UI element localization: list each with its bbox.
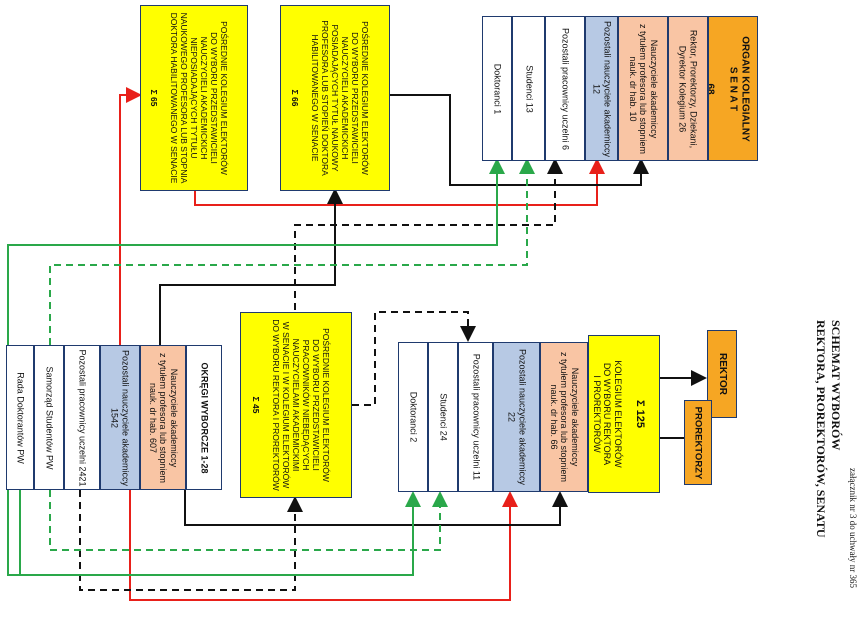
districts-row-prof: Nauczyciele akademiccy z tytułem profeso…	[140, 345, 186, 490]
districts-row-other-teachers: Pozostali nauczyciele akademiccy 1542	[100, 345, 140, 490]
senat-row-prof-text: Nauczyciele akademiccy z tytułem profeso…	[627, 23, 659, 154]
dashed-line-staff-kolegium	[352, 311, 476, 406]
electors-prof-total: Σ 65	[148, 89, 159, 107]
kolegium-text: KOLEGIUM ELEKTORÓW DO WYBORU REKTORA I P…	[591, 360, 623, 468]
red-line-kolegium	[129, 490, 518, 601]
senat-row-doctoral-text: Doktoranci 1	[492, 63, 503, 114]
electors-hab-text: POŚREDNIE KOLEGIUM ELEKTORÓW DO WYBORU P…	[309, 20, 371, 176]
prorektorzy-box-visible: PROREKTORZY	[684, 400, 712, 485]
kolegium-row-other-teachers: Pozostali nauczyciele akademiccy 22	[493, 342, 540, 492]
title-line-2: REKTORA, PROREKTORÓW, SENATU	[814, 320, 828, 538]
districts-row-other-teachers-text: Pozostali nauczyciele akademiccy 1542	[110, 349, 131, 486]
dashed-line-staff-senat	[294, 158, 563, 310]
kolegium-row-prof: Nauczyciele akademiccy z tytułem profeso…	[540, 342, 588, 492]
senat-row-staff-text: Pozostali pracownicy uczelni 6	[560, 27, 571, 150]
dashed-line-to-electors-staff	[79, 490, 303, 591]
districts-row-staff-text: Pozostali pracownicy uczelni 2421	[77, 348, 88, 487]
senat-row-rectors-text: Rektor, Prorektorzy, Dziekani, Dyrektor …	[678, 29, 699, 148]
red-line-senat	[194, 158, 605, 206]
senat-row-other-teachers: Pozostali nauczyciele akademiccy 12	[585, 16, 618, 161]
senat-organ-label: ORGAN KOLEGIALNY S E N A T	[727, 35, 751, 142]
kolegium-box: Σ 125 KOLEGIUM ELEKTORÓW DO WYBORU REKTO…	[588, 335, 660, 493]
kolegium-row-staff-text: Pozostali pracownicy uczelni 11	[470, 353, 481, 481]
senat-row-students: Studenci 13	[512, 16, 545, 161]
black-line-senat	[390, 94, 649, 186]
black-line-to-electors-hab	[159, 188, 343, 345]
electors-staff-total: Σ 45	[250, 396, 261, 414]
black-line-kolegium	[184, 490, 568, 526]
districts-title-box: OKRĘGI WYBORCZE 1-28	[186, 345, 222, 490]
kolegium-row-doctoral: Doktoranci 2	[398, 342, 428, 492]
green-dashed-line-students-kolegium	[49, 490, 448, 551]
districts-row-students: Samorząd Studentów PW	[34, 345, 64, 490]
senat-row-prof: Nauczyciele akademiccy z tytułem profeso…	[618, 16, 668, 161]
title-line-1: SCHEMAT WYBORÓW	[829, 320, 843, 451]
red-line-to-electors-prof	[119, 87, 142, 345]
senat-row-staff: Pozostali pracownicy uczelni 6	[545, 16, 585, 161]
districts-row-doctoral: Rada Doktorantów PW	[6, 345, 34, 490]
districts-title: OKRĘGI WYBORCZE 1-28	[199, 361, 210, 473]
districts-row-students-text: Samorząd Studentów PW	[44, 365, 55, 470]
document-title: SCHEMAT WYBORÓW REKTORA, PROREKTORÓW, SE…	[813, 320, 843, 538]
senat-row-other-teachers-text: Pozostali nauczyciele akademiccy 12	[591, 20, 613, 157]
kolegium-row-doctoral-text: Doktoranci 2	[408, 391, 419, 443]
kolegium-row-students: Studenci 24	[428, 342, 458, 492]
senat-row-students-text: Studenci 13	[523, 64, 534, 113]
senat-row-rectors: Rektor, Prorektorzy, Dziekani, Dyrektor …	[668, 16, 708, 161]
senat-organ: ORGAN KOLEGIALNY S E N A T 68	[708, 16, 758, 161]
attachment-note: załącznik nr 3 do uchwały nr 365	[848, 468, 858, 588]
kolegium-row-students-text: Studenci 24	[438, 393, 449, 441]
prorektorzy-label: PROREKTORZY	[692, 406, 704, 479]
green-line-doctoral-kolegium	[20, 491, 421, 576]
electors-hab-box: POŚREDNIE KOLEGIUM ELEKTORÓW DO WYBORU P…	[280, 5, 390, 191]
senat-total: 68	[708, 82, 716, 95]
districts-row-prof-text: Nauczyciele akademiccy z tytułem profeso…	[147, 352, 179, 483]
rektor-box: REKTOR	[707, 330, 737, 418]
electors-hab-total: Σ 66	[289, 89, 300, 107]
rektor-label: REKTOR	[716, 352, 728, 396]
kolegium-row-staff: Pozostali pracownicy uczelni 11	[458, 342, 493, 492]
electors-prof-text: POŚREDNIE KOLEGIUM ELEKTORÓW DO WYBORU P…	[168, 12, 230, 184]
kolegium-row-other-teachers-text: Pozostali nauczyciele akademiccy 22	[506, 348, 528, 486]
districts-row-staff: Pozostali pracownicy uczelni 2421	[64, 345, 100, 490]
kolegium-total: Σ 125	[634, 399, 647, 428]
electors-staff-box: POŚREDNIE KOLEGIUM ELEKTORÓW DO WYBORU P…	[240, 312, 352, 498]
districts-row-doctoral-text: Rada Doktorantów PW	[15, 371, 26, 464]
senat-row-doctoral: Doktoranci 1	[482, 16, 512, 161]
electors-staff-text: POŚREDNIE KOLEGIUM ELEKTORÓW DO WYBORU P…	[270, 319, 332, 491]
green-dashed-line-students-senat	[49, 158, 535, 345]
electors-prof-box: POŚREDNIE KOLEGIUM ELEKTORÓW DO WYBORU P…	[140, 5, 248, 191]
kolegium-row-prof-text: Nauczyciele akademiccy z tytułem profeso…	[548, 351, 580, 483]
